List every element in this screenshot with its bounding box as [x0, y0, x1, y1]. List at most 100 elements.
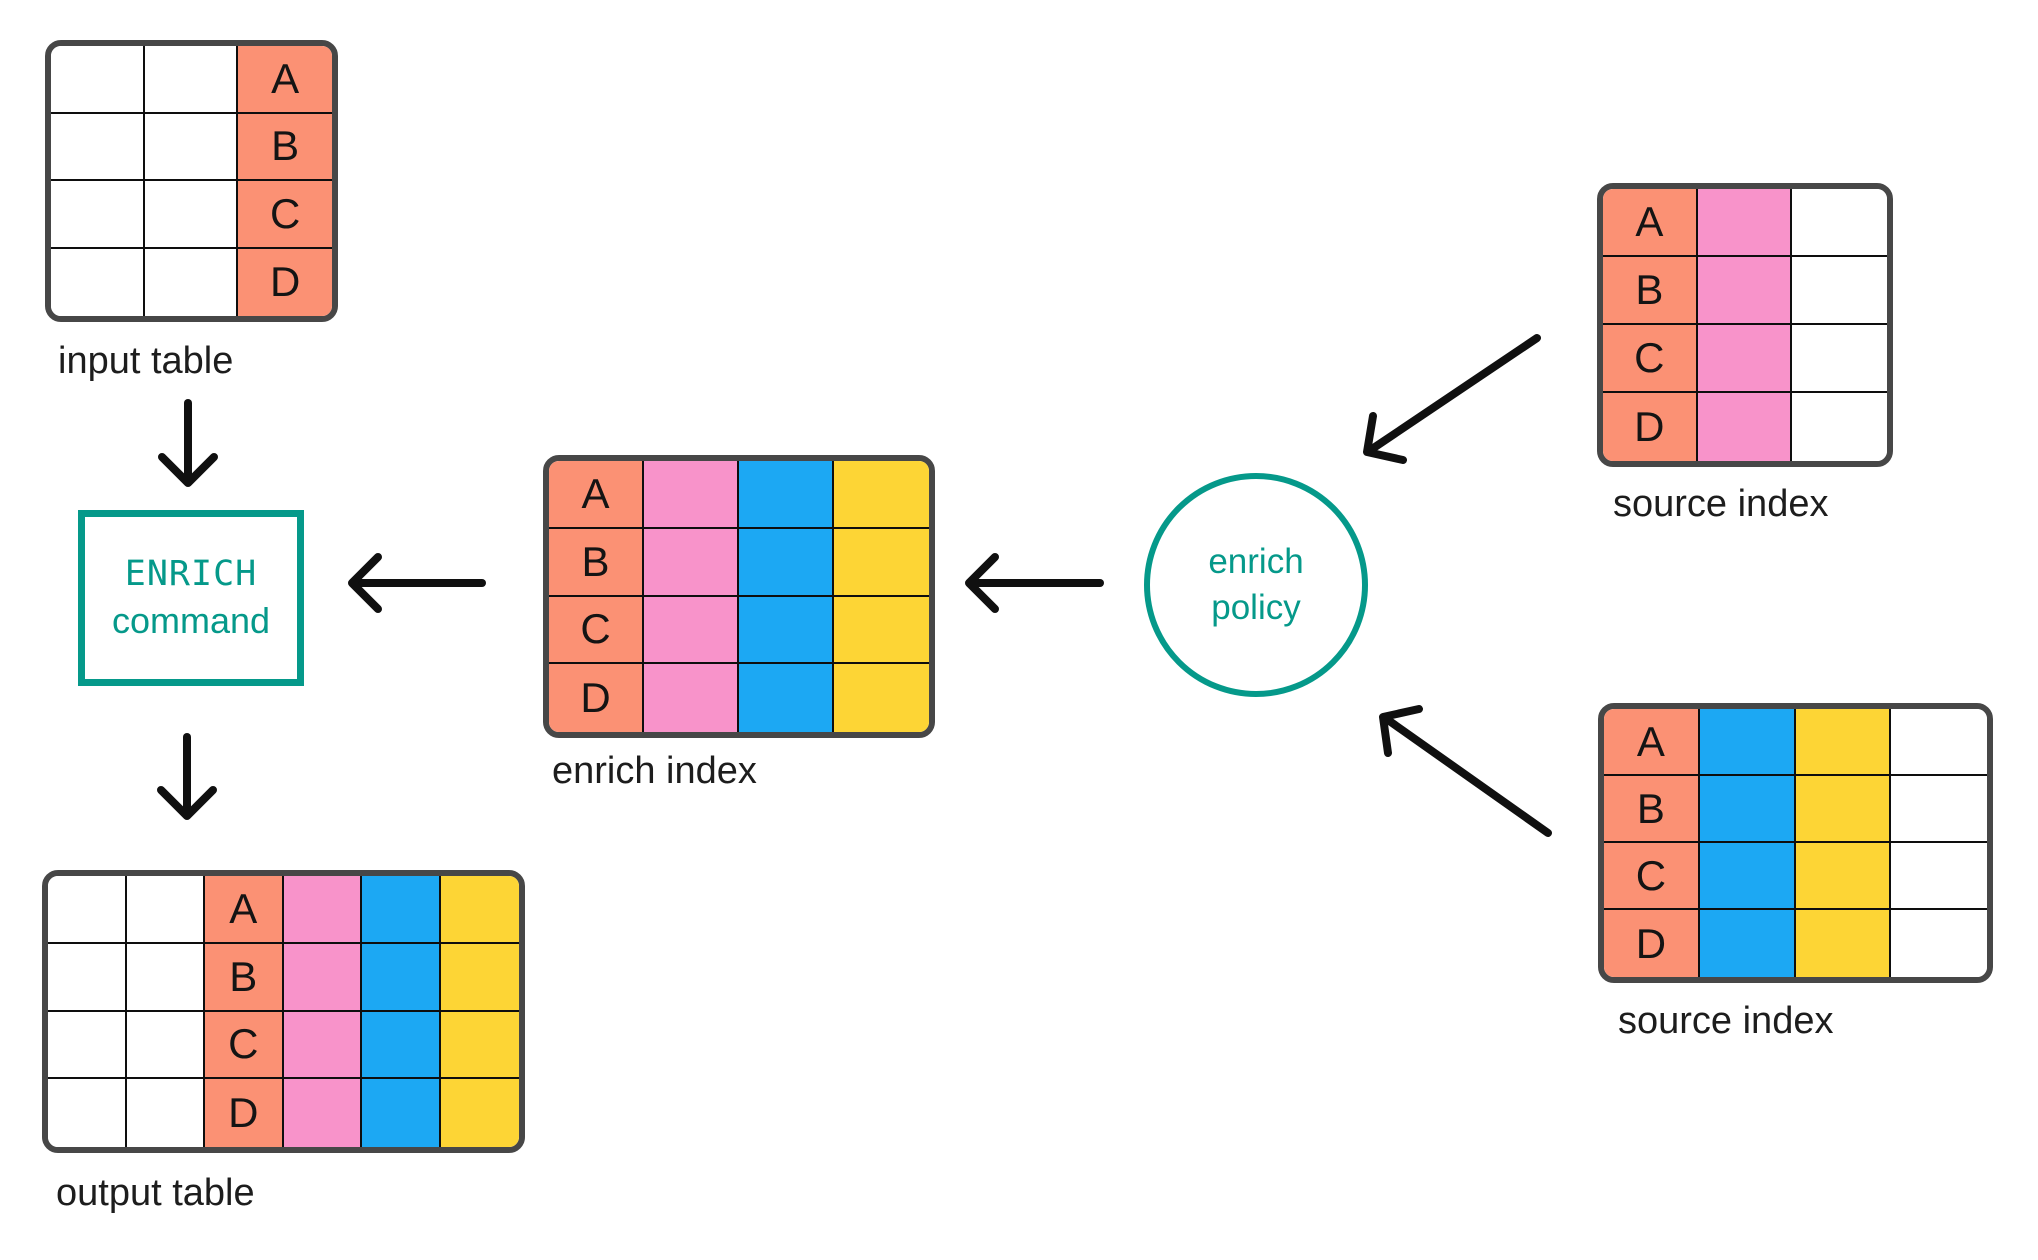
table-cell — [51, 113, 145, 181]
table-cell — [126, 1011, 205, 1080]
table-cell — [739, 664, 834, 732]
table-cell — [48, 1079, 127, 1147]
table-cell — [1792, 257, 1887, 325]
table-cell — [283, 1011, 362, 1080]
table-cell — [51, 248, 145, 316]
table-cell — [144, 113, 239, 181]
source-index-top-label: source index — [1613, 483, 1829, 525]
table-cell — [1795, 843, 1892, 910]
table-cell — [1891, 709, 1987, 776]
table-cell — [644, 664, 739, 732]
table-cell — [51, 181, 145, 249]
input-table-label: input table — [58, 340, 234, 382]
arrow-source-index-bottom-to-enrich-policy — [1379, 705, 1552, 837]
table-cell-key-B: B — [549, 528, 644, 597]
table-cell — [1699, 910, 1796, 977]
table-cell-key-D: D — [205, 1079, 284, 1147]
table-cell — [834, 461, 929, 529]
arrow-input-table-to-enrich-command — [158, 399, 218, 487]
table-cell-key-A: A — [549, 461, 644, 529]
table-cell — [1891, 776, 1987, 843]
table-cell-key-D: D — [549, 664, 644, 732]
enrich-command-box: ENRICH command — [78, 510, 304, 686]
table-cell — [1795, 776, 1892, 843]
table-cell — [362, 943, 441, 1012]
arrow-enrich-index-to-enrich-command — [348, 553, 486, 613]
table-cell-key-A: A — [205, 876, 284, 944]
enrich-command-subtitle: command — [111, 600, 271, 641]
table-cell — [144, 46, 239, 114]
enrich-index-label: enrich index — [552, 750, 757, 792]
source-index-bottom-label: source index — [1618, 1000, 1834, 1042]
table-cell — [1697, 393, 1793, 461]
table-cell — [440, 1011, 519, 1080]
output-table-label: output table — [56, 1172, 255, 1214]
enrich-policy-line2: policy — [1211, 588, 1301, 627]
table-cell — [1795, 709, 1892, 776]
table-cell — [144, 181, 239, 249]
table-cell — [48, 1011, 127, 1080]
table-cell-key-B: B — [205, 943, 284, 1012]
table-cell — [362, 1011, 441, 1080]
table-cell-key-C: C — [205, 1011, 284, 1080]
table-cell-key-B: B — [1603, 257, 1698, 325]
table-cell — [283, 876, 362, 944]
table-cell — [644, 596, 739, 665]
table-cell — [739, 528, 834, 597]
table-cell-key-D: D — [238, 248, 332, 316]
table-cell — [739, 596, 834, 665]
table-cell — [362, 1079, 441, 1147]
table-cell — [644, 461, 739, 529]
arrow-enrich-command-to-output-table — [157, 733, 217, 820]
table-cell-key-D: D — [1604, 910, 1700, 977]
table-cell — [440, 876, 519, 944]
table-cell — [1792, 393, 1887, 461]
enrich-policy-line1: enrich — [1208, 541, 1304, 581]
table-cell — [834, 664, 929, 732]
table-cell — [48, 943, 127, 1012]
table-cell-key-C: C — [238, 181, 332, 249]
table-cell — [1697, 189, 1793, 257]
table-cell-key-C: C — [1603, 325, 1698, 393]
arrow-enrich-policy-to-enrich-index — [965, 553, 1104, 613]
table-cell-key-A: A — [1603, 189, 1698, 257]
table-cell — [283, 943, 362, 1012]
enrich-command-title: ENRICH — [124, 554, 258, 594]
table-cell — [126, 1079, 205, 1147]
table-cell — [283, 1079, 362, 1147]
enrich-policy-circle: enrich policy — [1144, 473, 1368, 697]
table-cell — [362, 876, 441, 944]
table-cell — [1792, 325, 1887, 393]
table-cell — [126, 876, 205, 944]
table-cell — [1792, 189, 1887, 257]
table-cell — [1795, 910, 1892, 977]
table-cell-key-D: D — [1603, 393, 1698, 461]
table-cell — [144, 248, 239, 316]
table-cell — [1697, 257, 1793, 325]
table-cell — [1699, 843, 1796, 910]
table-cell — [1891, 910, 1987, 977]
table-cell — [834, 596, 929, 665]
table-cell — [739, 461, 834, 529]
table-cell — [1891, 843, 1987, 910]
table-cell — [1697, 325, 1793, 393]
table-cell-key-C: C — [1604, 843, 1700, 910]
table-cell — [48, 876, 127, 944]
table-cell — [834, 528, 929, 597]
table-cell-key-A: A — [1604, 709, 1700, 776]
table-cell-key-A: A — [238, 46, 332, 114]
table-cell — [1699, 709, 1796, 776]
table-cell-key-B: B — [238, 113, 332, 181]
table-cell — [644, 528, 739, 597]
table-cell-key-C: C — [549, 596, 644, 665]
table-cell — [51, 46, 145, 114]
arrow-source-index-top-to-enrich-policy — [1363, 334, 1541, 464]
table-cell — [440, 1079, 519, 1147]
table-cell — [126, 943, 205, 1012]
